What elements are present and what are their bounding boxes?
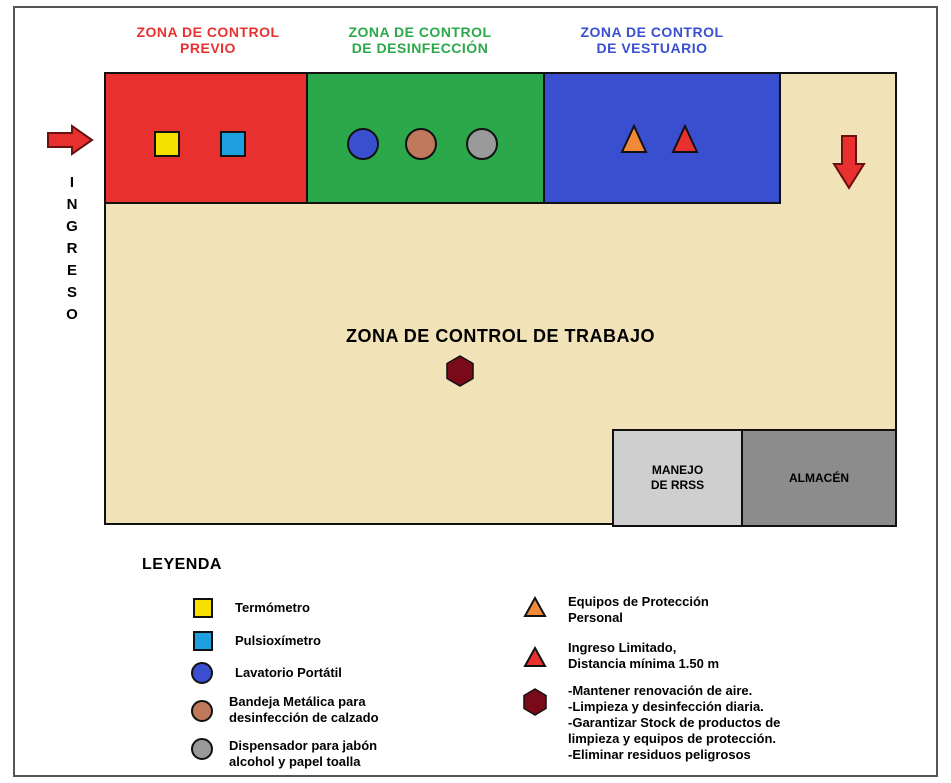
work-zone-hexagon-icon [446, 355, 474, 387]
legend-disinfection-tray-label: Bandeja Metálica para desinfección de ca… [229, 694, 379, 725]
legend-hexagon-icon [523, 688, 547, 716]
legend-limited-entry-triangle-icon [523, 646, 547, 667]
legend-pulse-oximeter-label: Pulsioxímetro [235, 633, 321, 648]
legend-soap-dispenser-icon [191, 738, 213, 760]
zone-title-desinfeccion: ZONA DE CONTROL DE DESINFECCIÓN [348, 24, 492, 56]
floor-plan: ZONA DE CONTROL DE TRABAJO MANEJO DE RRS… [104, 72, 897, 527]
room-almacen: ALMACÉN [741, 429, 897, 527]
legend-ppe-label: Equipos de Protección Personal [568, 594, 709, 625]
legend-soap-dispenser-label: Dispensador para jabón alcohol y papel t… [229, 738, 378, 769]
legend-measures-label: -Mantener renovación de aire. -Limpieza … [568, 683, 781, 762]
zone-title-vestuario: ZONA DE CONTROL DE VESTUARIO [580, 24, 724, 56]
entrance-arrow-icon [47, 124, 94, 156]
legend-limited-entry-label: Ingreso Limitado, Distancia mínima 1.50 … [568, 640, 720, 671]
work-zone-label: ZONA DE CONTROL DE TRABAJO [345, 326, 655, 346]
legend-pulse-oximeter-icon [193, 631, 213, 651]
ppe-triangle-icon [620, 124, 648, 153]
legend-portable-sink-label: Lavatorio Portátil [235, 665, 342, 680]
pulse-oximeter-icon [220, 131, 246, 157]
entrance-label: I N G R E S O [66, 174, 78, 323]
legend-title: LEYENDA [142, 556, 222, 573]
zone-title-previo: ZONA DE CONTROL PREVIO [136, 24, 280, 56]
soap-dispenser-icon [466, 128, 498, 160]
portable-sink-icon [347, 128, 379, 160]
zone-previo [104, 72, 308, 204]
legend-portable-sink-icon [191, 662, 213, 684]
legend-thermometer-icon [193, 598, 213, 618]
limited-entry-triangle-icon [671, 124, 699, 153]
exit-arrow-icon [832, 135, 866, 190]
thermometer-icon [154, 131, 180, 157]
zone-vestuario [543, 72, 781, 204]
legend-ppe-triangle-icon [523, 596, 547, 617]
diagram-frame [13, 6, 938, 777]
disinfection-tray-icon [405, 128, 437, 160]
zone-desinfeccion [306, 72, 545, 204]
legend-disinfection-tray-icon [191, 700, 213, 722]
legend-thermometer-label: Termómetro [235, 600, 310, 615]
room-manejo-rrss: MANEJO DE RRSS [612, 429, 743, 527]
